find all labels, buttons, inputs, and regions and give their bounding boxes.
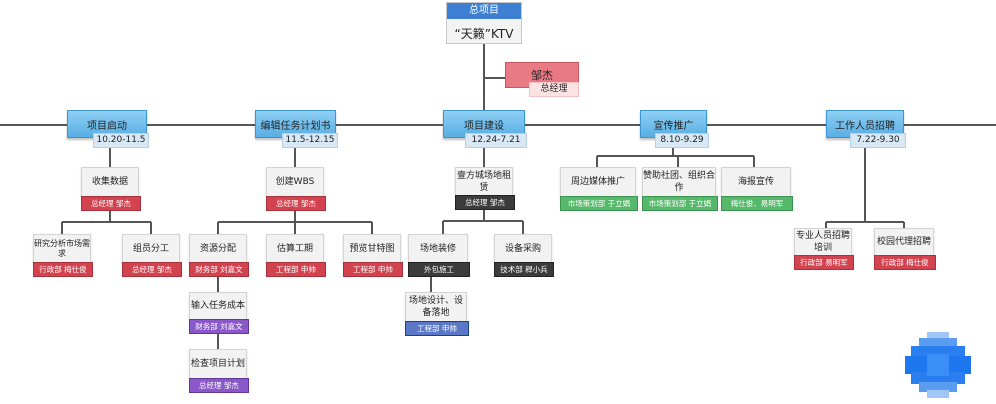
phase-title: 宣传推广 bbox=[653, 120, 694, 132]
phase-date: 11.5-12.15 bbox=[282, 133, 338, 148]
root-title: “天籁”KTV bbox=[454, 26, 514, 41]
task-owner: 总经理 邹杰 bbox=[266, 196, 326, 211]
task-collect-data[interactable]: 收集数据 bbox=[81, 167, 139, 197]
phase-date: 7.22-9.30 bbox=[850, 133, 906, 148]
root-header: 总项目 bbox=[447, 3, 521, 19]
task-owner: 工程部 申帅 bbox=[266, 262, 326, 277]
task-owner: 总经理 邹杰 bbox=[189, 378, 249, 393]
phase-title: 项目启动 bbox=[87, 120, 127, 132]
task-owner: 市场策划部 于立娟 bbox=[560, 196, 638, 211]
task-label: 海报宣传 bbox=[737, 177, 774, 187]
phase-date: 10.20-11.5 bbox=[93, 133, 149, 148]
task-label: 设备采购 bbox=[504, 244, 541, 254]
manager-name: 邹杰 bbox=[531, 69, 553, 82]
task-owner: 市场策划部 于立娟 bbox=[642, 196, 718, 211]
phase-title: 编辑任务计划书 bbox=[260, 120, 331, 132]
task-owner: 行政部 梅仕俊 bbox=[33, 262, 93, 277]
task-owner: 总经理 邹杰 bbox=[455, 195, 515, 210]
manager-role: 总经理 bbox=[529, 82, 579, 97]
task-owner: 工程部 申帅 bbox=[343, 262, 403, 277]
task-label: 输入任务成本 bbox=[190, 301, 245, 311]
task-owner: 总经理 邹杰 bbox=[81, 196, 141, 211]
task-owner: 技术部 稈小兵 bbox=[494, 262, 554, 277]
task-sponsor-clubs[interactable]: 赞助社团、组织合作 bbox=[642, 167, 716, 197]
phase-title: 工作人员招聘 bbox=[835, 120, 895, 132]
task-owner: 财务部 刘嘉文 bbox=[189, 262, 249, 277]
task-label: 资源分配 bbox=[199, 244, 236, 254]
root-node[interactable]: 总项目 “天籁”KTV bbox=[446, 2, 522, 44]
phase-date: 8.10-9.29 bbox=[655, 133, 709, 148]
task-label: 赞助社团、组织合作 bbox=[643, 171, 716, 193]
phase-date: 12.24-7.21 bbox=[465, 133, 527, 148]
task-campus-recruiting[interactable]: 校园代理招聘 bbox=[874, 228, 934, 256]
task-staff-training[interactable]: 专业人员招聘培训 bbox=[794, 228, 852, 256]
task-owner: 梅仕俊、易明军 bbox=[721, 196, 793, 211]
task-enter-costs[interactable]: 输入任务成本 bbox=[189, 292, 247, 320]
task-venue-design[interactable]: 场地设计、设备落地 bbox=[405, 292, 467, 322]
task-label: 周边媒体推广 bbox=[570, 177, 625, 187]
task-equipment-purchase[interactable]: 设备采购 bbox=[494, 234, 552, 264]
task-label: 场地设计、设备落地 bbox=[408, 296, 463, 318]
task-create-wbs[interactable]: 创建WBS bbox=[266, 167, 324, 197]
task-label: 估算工期 bbox=[276, 244, 313, 254]
task-market-research[interactable]: 研究分析市场需求 bbox=[33, 234, 91, 264]
task-label: 预览甘特图 bbox=[349, 244, 395, 254]
task-owner: 行政部 梅仕俊 bbox=[874, 255, 936, 270]
task-resource-allocation[interactable]: 资源分配 bbox=[189, 234, 247, 264]
task-owner: 总经理 邹杰 bbox=[122, 262, 182, 277]
task-label: 研究分析市场需求 bbox=[34, 239, 90, 258]
task-owner: 外包施工 bbox=[408, 262, 470, 277]
task-venue-lease[interactable]: 壹方城场地租赁 bbox=[455, 167, 513, 196]
task-label: 收集数据 bbox=[91, 177, 128, 187]
task-poster-campaign[interactable]: 海报宣传 bbox=[721, 167, 791, 197]
task-label: 创建WBS bbox=[275, 177, 315, 187]
task-owner: 工程部 申帅 bbox=[405, 321, 469, 336]
task-preview-gantt[interactable]: 预览甘特图 bbox=[343, 234, 401, 264]
task-check-plan[interactable]: 检查项目计划 bbox=[189, 349, 247, 379]
task-owner: 财务部 刘嘉文 bbox=[189, 319, 249, 334]
task-label: 场地装修 bbox=[419, 244, 456, 254]
phase-title: 项目建设 bbox=[464, 120, 504, 132]
task-estimate-duration[interactable]: 估算工期 bbox=[266, 234, 324, 264]
task-label: 专业人员招聘培训 bbox=[795, 231, 850, 253]
task-label: 壹方城场地租赁 bbox=[456, 170, 511, 193]
task-label: 校园代理招聘 bbox=[876, 237, 931, 247]
task-label: 检查项目计划 bbox=[190, 359, 245, 369]
task-label: 组员分工 bbox=[132, 244, 169, 254]
task-venue-renovation[interactable]: 场地装修 bbox=[408, 234, 468, 264]
task-media-promotion[interactable]: 周边媒体推广 bbox=[560, 167, 636, 197]
task-owner: 行政部 易明军 bbox=[794, 255, 854, 270]
pixel-blob-icon bbox=[905, 332, 971, 398]
task-team-assignment[interactable]: 组员分工 bbox=[122, 234, 180, 264]
